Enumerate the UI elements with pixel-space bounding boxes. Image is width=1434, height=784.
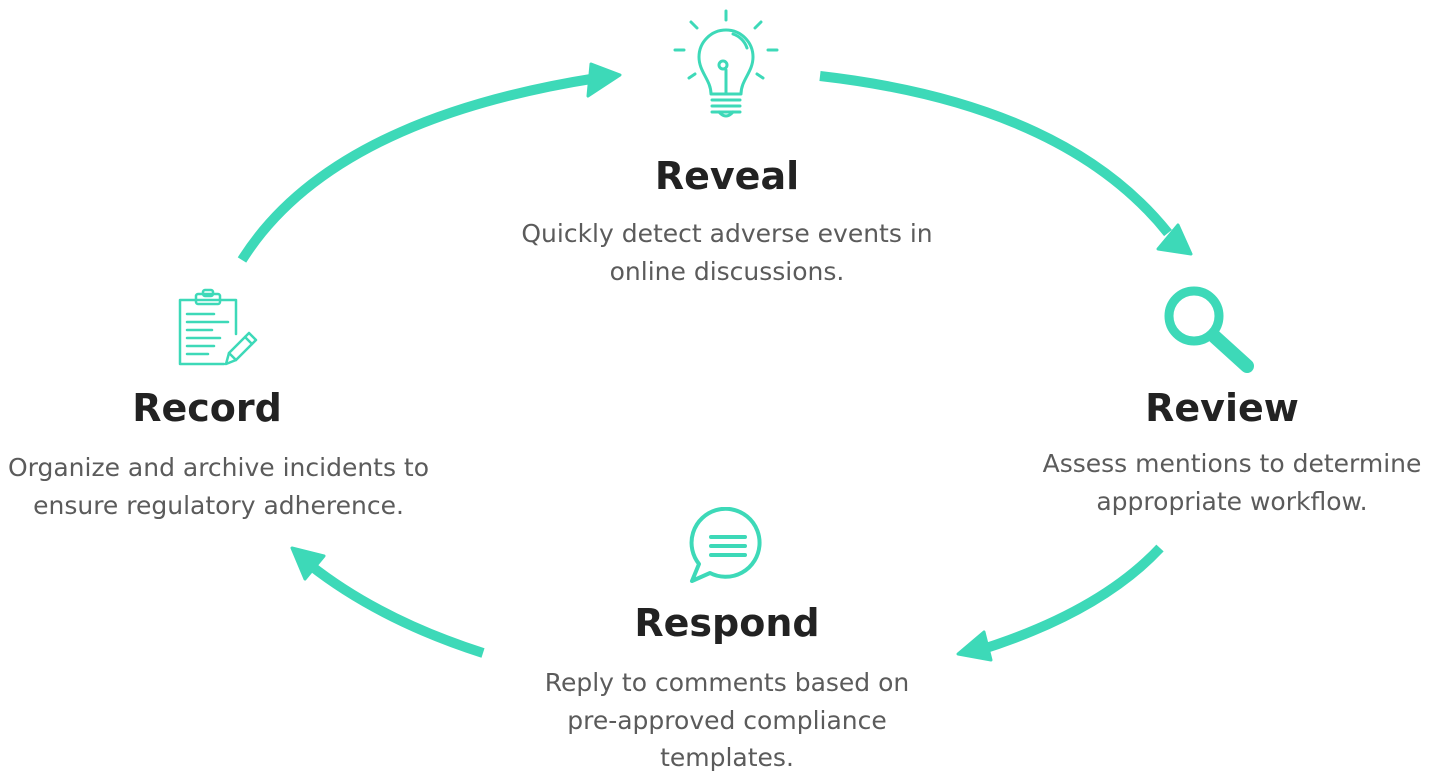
record-description-line: ensure regulatory adherence. bbox=[33, 490, 404, 520]
review-title: Review bbox=[1145, 386, 1299, 430]
respond-title: Respond bbox=[634, 601, 820, 645]
record-description: Organize and archive incidents to ensure… bbox=[0, 449, 437, 524]
review-description: Assess mentions to determine appropriate… bbox=[1015, 445, 1434, 520]
review-description-line: Assess mentions to determine bbox=[1042, 449, 1422, 478]
reveal-title: Reveal bbox=[654, 154, 800, 198]
reveal-description-line: online discussions. bbox=[609, 256, 845, 286]
respond-description-line: pre-approved compliance bbox=[567, 705, 887, 735]
respond-description-line: templates. bbox=[660, 743, 794, 772]
chat-bubble-icon bbox=[689, 507, 762, 583]
clipboard-pencil-icon bbox=[178, 288, 258, 366]
arrow-review-to-respond bbox=[956, 544, 1164, 662]
reveal-description-line: Quickly detect adverse events in bbox=[521, 219, 933, 248]
review-description-line: appropriate workflow. bbox=[1096, 486, 1368, 516]
arrow-reveal-to-review bbox=[819, 71, 1193, 256]
magnifier-icon bbox=[1164, 286, 1254, 373]
arrow-respond-to-record bbox=[290, 546, 485, 658]
respond-description: Reply to comments based on pre-approved … bbox=[477, 664, 977, 777]
respond-description-line: Reply to comments based on bbox=[544, 668, 910, 697]
record-title: Record bbox=[132, 386, 282, 430]
record-description-line: Organize and archive incidents to bbox=[7, 453, 430, 482]
arrow-record-to-reveal bbox=[237, 62, 622, 263]
lightbulb-icon bbox=[673, 9, 779, 118]
reveal-description: Quickly detect adverse events in online … bbox=[457, 215, 997, 290]
